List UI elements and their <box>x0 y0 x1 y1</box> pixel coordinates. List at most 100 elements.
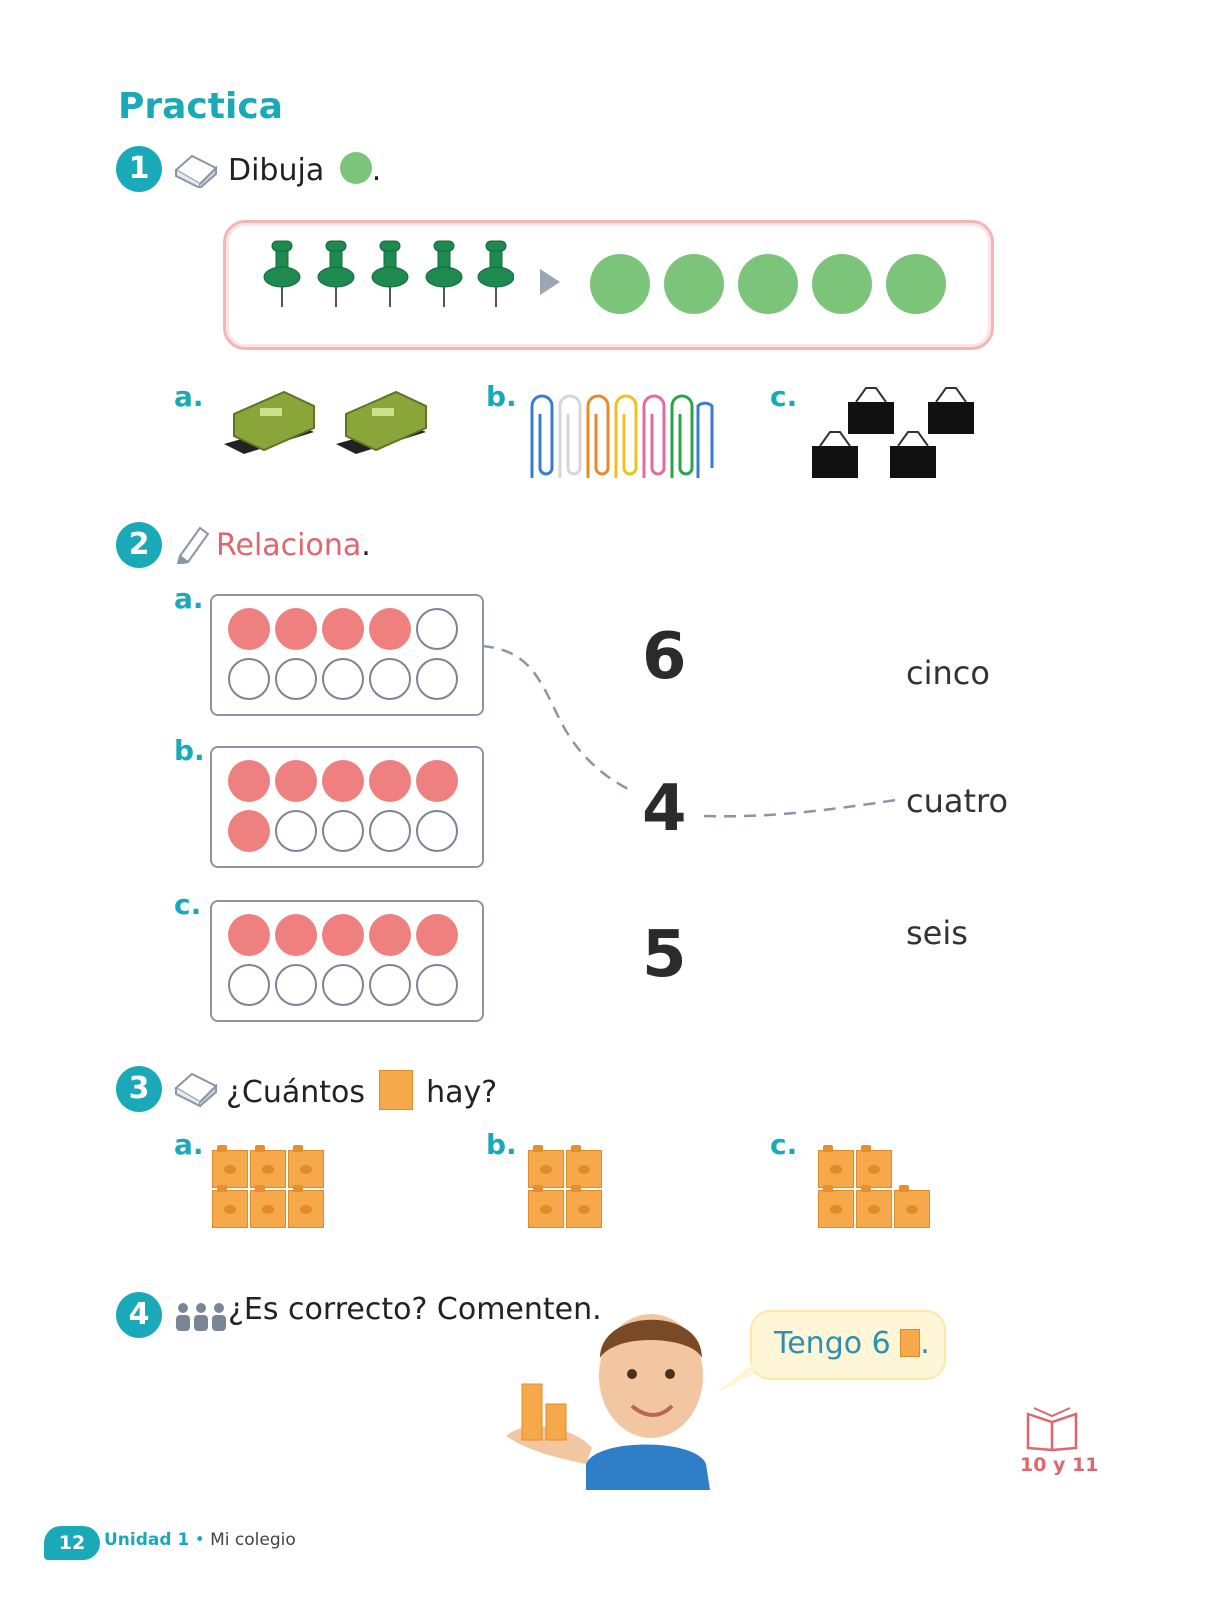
empty-dot <box>228 964 270 1006</box>
hole-punch-icon <box>336 390 427 454</box>
exercise-3-number: 3 <box>116 1066 162 1112</box>
paperclip-icons <box>530 394 714 478</box>
cube <box>212 1145 248 1188</box>
exercise-1-instruction: Dibuja . <box>228 152 381 188</box>
empty-dot <box>369 810 411 852</box>
ten-frame <box>210 746 484 868</box>
ten-frame <box>210 594 484 716</box>
paperclip-icon <box>530 394 714 478</box>
group-people-icon <box>176 1303 226 1331</box>
bubble-period: . <box>920 1326 930 1361</box>
empty-dot <box>322 810 364 852</box>
item-label-b: b. <box>486 380 517 413</box>
example-box <box>223 220 994 350</box>
instruction-text: Dibuja <box>228 153 325 188</box>
word-option: seis <box>906 914 968 952</box>
unit-separator: • <box>194 1530 205 1550</box>
filled-dot <box>322 608 364 650</box>
footer-unit: Unidad 1 • Mi colegio <box>104 1530 296 1550</box>
exercise-2-number: 2 <box>116 522 162 568</box>
ten-frame <box>210 900 484 1022</box>
cube <box>818 1185 854 1228</box>
item-label-c: c. <box>770 380 798 413</box>
green-dot <box>812 254 872 314</box>
filled-dot <box>228 914 270 956</box>
cube <box>250 1185 286 1228</box>
exercise-4-number: 4 <box>116 1292 162 1338</box>
filled-dot <box>322 760 364 802</box>
empty-dot <box>275 658 317 700</box>
cube-tower-icon <box>521 1383 567 1441</box>
number-option: 5 <box>642 918 687 992</box>
hole-punch-icon <box>224 390 315 454</box>
cube <box>856 1145 892 1188</box>
empty-dot <box>275 810 317 852</box>
item-label-a: a. <box>174 582 204 615</box>
cube <box>566 1185 602 1228</box>
cube <box>250 1145 286 1188</box>
empty-dot <box>369 964 411 1006</box>
filled-dot <box>369 914 411 956</box>
filled-dot <box>275 914 317 956</box>
cube <box>528 1145 564 1188</box>
cube <box>212 1185 248 1228</box>
green-dot <box>886 254 946 314</box>
item-label-b: b. <box>486 1128 517 1161</box>
cube <box>856 1185 892 1228</box>
bubble-text-content: Tengo 6 <box>774 1326 891 1361</box>
empty-dot <box>275 964 317 1006</box>
boy-illustration <box>506 1314 710 1490</box>
number-option: 4 <box>642 772 687 846</box>
cube <box>288 1185 324 1228</box>
matching-line-example <box>481 644 897 818</box>
green-dot <box>738 254 798 314</box>
filled-dot <box>228 810 270 852</box>
item-label-a: a. <box>174 1128 204 1161</box>
filled-dot <box>228 608 270 650</box>
empty-dot <box>416 810 458 852</box>
word-option: cuatro <box>906 782 1009 820</box>
speech-bubble-tail <box>714 1356 762 1394</box>
exercise-3-instruction: ¿Cuántos hay? <box>226 1070 497 1110</box>
item-label-c: c. <box>174 888 202 921</box>
binder-clip-icons <box>812 387 974 478</box>
cube-icon <box>900 1329 921 1357</box>
instruction-text: hay? <box>426 1075 498 1110</box>
cube-group-c <box>818 1145 938 1230</box>
exercise-1-number: 1 <box>116 146 162 192</box>
empty-dot <box>322 964 364 1006</box>
filled-dot <box>369 760 411 802</box>
cube <box>528 1185 564 1228</box>
cube <box>566 1145 602 1188</box>
unit-title: Mi colegio <box>210 1530 296 1550</box>
instruction-period: . <box>371 153 382 188</box>
green-circle-icon <box>339 152 372 184</box>
item-label-b: b. <box>174 734 205 767</box>
filled-dot <box>416 760 458 802</box>
thumbtack-icon <box>263 240 514 307</box>
instruction-text: Relaciona <box>216 528 362 563</box>
empty-dot <box>228 658 270 700</box>
word-option: cinco <box>906 654 990 692</box>
item-label-a: a. <box>174 380 204 413</box>
cube-group-b <box>528 1145 608 1230</box>
empty-dot <box>416 658 458 700</box>
book-reference: 10 y 11 <box>1020 1454 1099 1476</box>
thumbtack-icons <box>263 240 514 307</box>
green-dot <box>590 254 650 314</box>
filled-dot <box>322 914 364 956</box>
unit-label: Unidad 1 <box>104 1530 190 1550</box>
filled-dot <box>369 608 411 650</box>
green-dot <box>664 254 724 314</box>
hole-punch-icons <box>224 390 427 454</box>
empty-dot <box>416 964 458 1006</box>
cube-icon <box>378 1070 413 1110</box>
exercise-2-instruction: Relaciona. <box>216 528 371 563</box>
eraser-icon <box>174 154 218 188</box>
binder-clip-icon <box>812 387 974 478</box>
speech-bubble: Tengo 6 . <box>714 1312 944 1394</box>
empty-dot <box>322 658 364 700</box>
instruction-period: . <box>361 528 371 563</box>
instruction-text: ¿Cuántos <box>226 1075 366 1110</box>
cube <box>818 1145 854 1188</box>
